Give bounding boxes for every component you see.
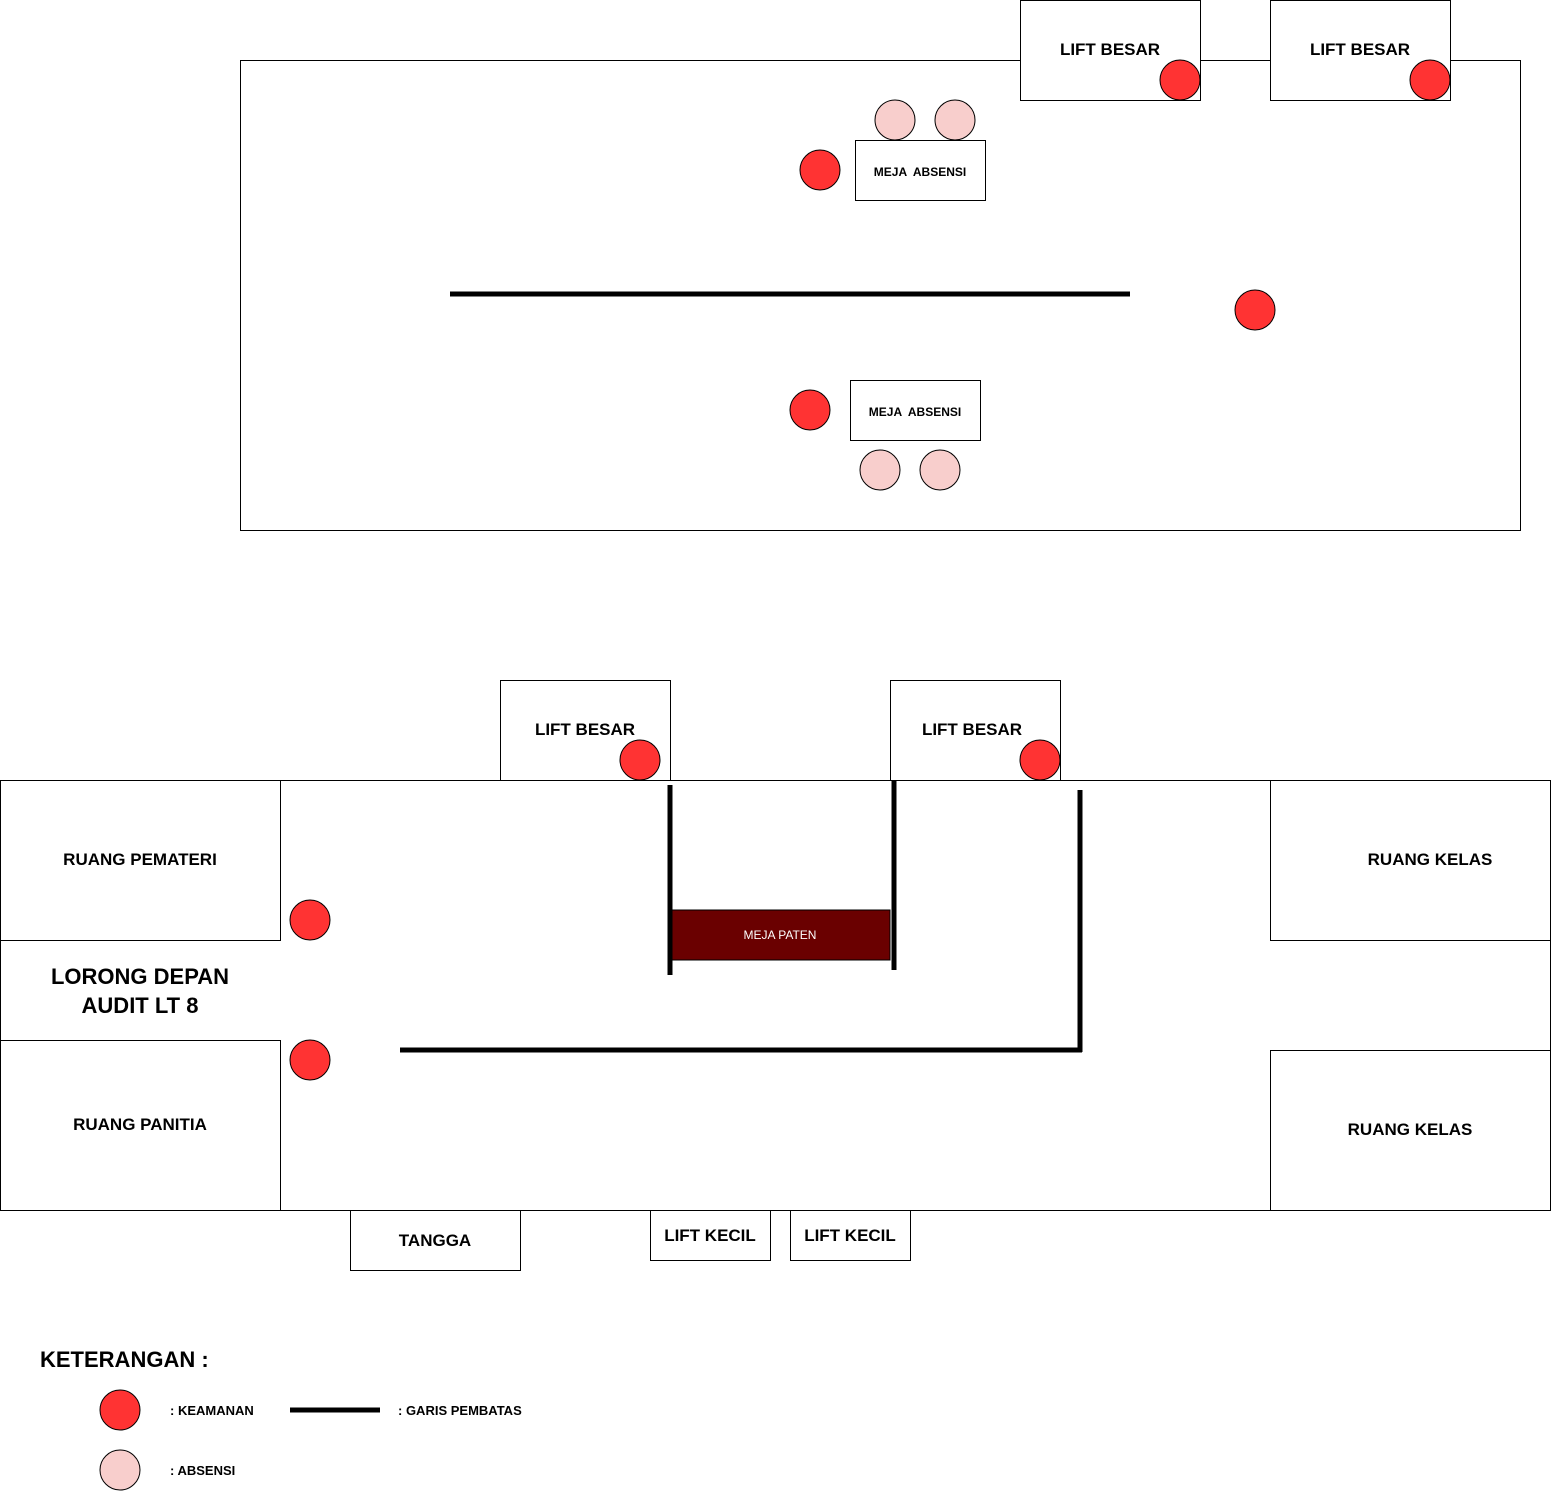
ruang-panitia-label: RUANG PANITIA	[73, 1115, 207, 1134]
legend-garis-label: : GARIS PEMBATAS	[398, 1403, 522, 1418]
ruang-kelas-2	[1270, 1050, 1551, 1211]
top-absensi-marker	[859, 449, 901, 491]
lift-kecil-1-label: LIFT KECIL	[664, 1226, 756, 1245]
ruang-panitia	[0, 1040, 281, 1211]
top-lift-besar-1-label: LIFT BESAR	[1060, 40, 1160, 59]
legend-title: KETERANGAN :	[40, 1347, 209, 1372]
top-absensi-marker	[874, 99, 916, 141]
ruang-pemateri-label: RUANG PEMATERI	[63, 850, 217, 869]
top-absensi-marker	[919, 449, 961, 491]
top-keamanan-marker	[1159, 59, 1201, 101]
ruang-pemateri	[0, 780, 281, 941]
top-keamanan-marker	[1234, 289, 1276, 331]
top-meja-absensi-1-label: MEJA ABSENSI	[874, 165, 966, 179]
bottom-keamanan-marker	[619, 739, 661, 781]
top-meja-absensi-2	[850, 380, 981, 441]
lift-kecil-1	[650, 1210, 771, 1261]
ruang-kelas-2-label: RUANG KELAS	[1348, 1120, 1473, 1139]
lorong-label-line2: AUDIT LT 8	[82, 993, 199, 1018]
top-keamanan-marker	[799, 149, 841, 191]
top-keamanan-marker	[1409, 59, 1451, 101]
meja-paten-label: MEJA PATEN	[744, 928, 817, 942]
top-absensi-marker	[934, 99, 976, 141]
bottom-lift-besar-1-label: LIFT BESAR	[535, 720, 635, 739]
ruang-kelas-1-label: RUANG KELAS	[1368, 850, 1493, 869]
legend-absensi-swatch	[99, 1449, 141, 1491]
bottom-keamanan-marker	[289, 899, 331, 941]
top-meja-absensi-2-label: MEJA ABSENSI	[869, 405, 961, 419]
lorong-label-line1: LORONG DEPAN	[51, 964, 229, 989]
ruang-kelas-1	[1270, 780, 1551, 941]
tangga	[350, 1210, 521, 1271]
top-meja-absensi-1	[855, 140, 986, 201]
lift-kecil-2	[790, 1210, 911, 1261]
legend-absensi-label: : ABSENSI	[170, 1463, 235, 1478]
tangga-label: TANGGA	[399, 1231, 471, 1250]
lift-kecil-2-label: LIFT KECIL	[804, 1226, 896, 1245]
bottom-keamanan-marker	[1019, 739, 1061, 781]
bottom-lift-besar-2-label: LIFT BESAR	[922, 720, 1022, 739]
top-lift-besar-2-label: LIFT BESAR	[1310, 40, 1410, 59]
legend-keamanan-label: : KEAMANAN	[170, 1403, 254, 1418]
legend-keamanan-swatch	[99, 1389, 141, 1431]
top-keamanan-marker	[789, 389, 831, 431]
bottom-keamanan-marker	[289, 1039, 331, 1081]
